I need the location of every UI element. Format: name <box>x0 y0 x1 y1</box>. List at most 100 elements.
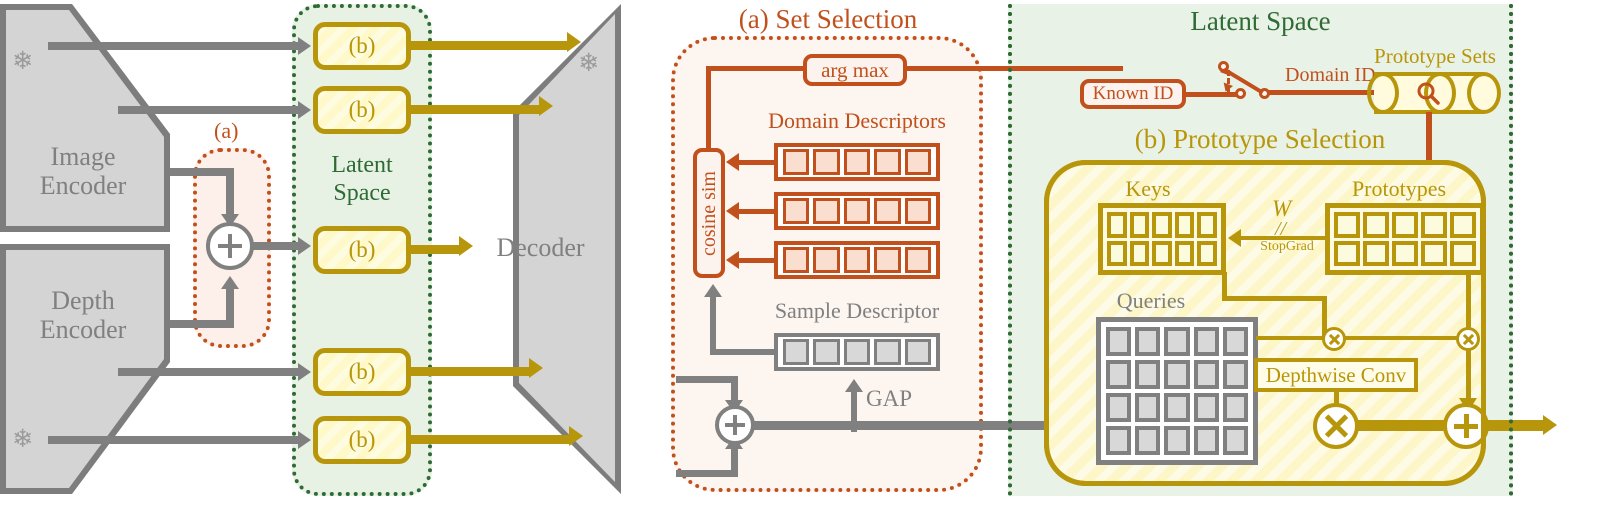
image-encoder-label-line1: Image <box>50 142 116 171</box>
domain-descriptor-cell <box>843 149 871 175</box>
prototypes-cell <box>1392 240 1418 266</box>
queries-grid <box>1096 317 1258 465</box>
domain-id-label: Domain ID <box>1285 64 1376 86</box>
prototypes-cell <box>1363 212 1389 238</box>
domain-descriptor-cell <box>813 247 840 273</box>
queries-cell <box>1193 393 1219 422</box>
domain-descriptor-cell <box>874 149 901 175</box>
wire-switch-to-cylinder <box>1268 90 1374 95</box>
image-encoder-label-line2: Encoder <box>39 171 127 201</box>
sample-descriptor-cell <box>813 339 840 365</box>
arg-max-box[interactable]: arg max <box>803 54 907 86</box>
sample-descriptor-cell <box>904 339 932 365</box>
prototypes-cell <box>1363 240 1389 266</box>
arrow-enc-to-block1 <box>48 42 300 50</box>
keys-cell <box>1107 240 1127 266</box>
switch-node-top[interactable] <box>1218 61 1229 72</box>
latent-space-title-right: Latent Space <box>1190 6 1331 36</box>
latent-block-5[interactable]: (b) <box>313 416 411 464</box>
queries-cell <box>1193 327 1219 356</box>
wire-mul2-down <box>1466 350 1471 403</box>
keys-cell <box>1174 240 1195 266</box>
prototypes-cell <box>1421 212 1447 238</box>
weight-symbol-label: W <box>1272 196 1292 221</box>
arrow-dd1-to-cos <box>738 160 776 165</box>
depth-encoder-label-line1: Depth <box>51 286 115 315</box>
wire-sd-to-cos-head <box>704 284 722 297</box>
prototype-sets-cylinder-seam-left <box>1367 72 1399 114</box>
switch-node-bottom[interactable] <box>1235 88 1246 99</box>
domain-descriptor-cell <box>813 198 840 224</box>
sample-descriptor-title: Sample Descriptor <box>774 298 940 323</box>
depth-encoder-label: Depth Encoder <box>8 286 158 344</box>
keys-cell <box>1152 212 1172 238</box>
wire-gap-v <box>851 390 857 432</box>
queries-title: Queries <box>1116 288 1186 313</box>
queries-cell <box>1193 426 1219 455</box>
queries-cell <box>1164 393 1190 422</box>
domain-descriptor-cell <box>904 247 932 273</box>
queries-cell <box>1222 393 1248 422</box>
arrow-dd3-to-cos-head <box>726 251 739 269</box>
domain-descriptor-cell <box>783 198 810 224</box>
latent-block-3[interactable]: (b) <box>313 226 411 274</box>
latent-band-left-edge <box>1008 4 1012 496</box>
wire-prototypes-to-keys-head <box>1228 229 1241 247</box>
queries-cell <box>1106 360 1132 389</box>
wire-argmax-right <box>905 66 1123 71</box>
domain-descriptor-cell <box>843 247 871 273</box>
wire-sd-to-cos-h <box>710 349 776 355</box>
switch-toggle-indicator <box>1227 70 1230 92</box>
wire-residual-top-v <box>731 376 738 404</box>
arrow-block4-to-decoder-head <box>529 358 543 378</box>
image-encoder-label: Image Encoder <box>8 142 158 200</box>
latent-space-label-line1: Latent <box>331 152 393 178</box>
latent-block-1[interactable]: (b) <box>313 22 411 70</box>
queries-cell <box>1193 360 1219 389</box>
wire-queries-right <box>1256 336 1328 340</box>
arrow-dd2-to-cos-head <box>726 202 739 220</box>
magnifier-icon <box>1413 79 1443 114</box>
backbone-add-glyph <box>1447 407 1485 445</box>
wire-depth-to-fusion-head <box>221 276 239 289</box>
wire-residual-bottom-v <box>731 443 738 477</box>
wire-keys-to-mul <box>1322 296 1327 336</box>
cosine-sim-label: cosine sim <box>697 170 720 256</box>
wire-argmax-left-v <box>706 66 711 149</box>
queries-cell <box>1135 360 1161 389</box>
known-id-box[interactable]: Known ID <box>1080 79 1186 109</box>
latent-block-2[interactable]: (b) <box>313 86 411 134</box>
latent-block-4[interactable]: (b) <box>313 348 411 396</box>
arrow-enc-to-block2-head <box>298 101 311 119</box>
arrow-block1-to-decoder <box>409 41 569 50</box>
keys-cell <box>1107 212 1127 238</box>
domain-descriptor-cell <box>904 149 932 175</box>
depth-encoder-label-line2: Encoder <box>39 315 127 345</box>
wire-image-to-fusion-h <box>170 168 234 176</box>
wire-dwconv-down <box>1334 390 1339 414</box>
domain-descriptor-cell <box>904 198 932 224</box>
fusion-label-a: (a) <box>214 118 239 143</box>
latent-space-label-left: Latent Space <box>302 152 422 207</box>
set-selection-sum-operator <box>715 405 755 445</box>
arrow-block2-to-decoder-head <box>539 96 553 116</box>
gold-backbone-arrow-head <box>1543 415 1557 435</box>
latent-space-label-line2: Space <box>333 179 391 206</box>
queries-cell <box>1135 393 1161 422</box>
gap-label: GAP <box>866 386 913 411</box>
arrow-dd2-to-cos <box>738 209 776 214</box>
keys-cell <box>1174 212 1195 238</box>
decoder-frozen-icon-top: ❄ <box>578 48 599 77</box>
prototypes-title: Prototypes <box>1351 176 1447 201</box>
arrow-enc-to-block4 <box>118 368 300 376</box>
depthwise-conv-box[interactable]: Depthwise Conv <box>1254 358 1418 392</box>
wire-image-to-fusion-v <box>226 168 234 216</box>
sample-descriptor-cell <box>783 339 810 365</box>
arrow-fusion-to-block3 <box>252 242 300 250</box>
domain-descriptor-cell <box>783 149 810 175</box>
wire-knownid-right <box>1184 92 1242 97</box>
queries-cell <box>1164 327 1190 356</box>
arrow-enc-to-block4-head <box>298 363 311 381</box>
prototypes-cell <box>1334 240 1360 266</box>
